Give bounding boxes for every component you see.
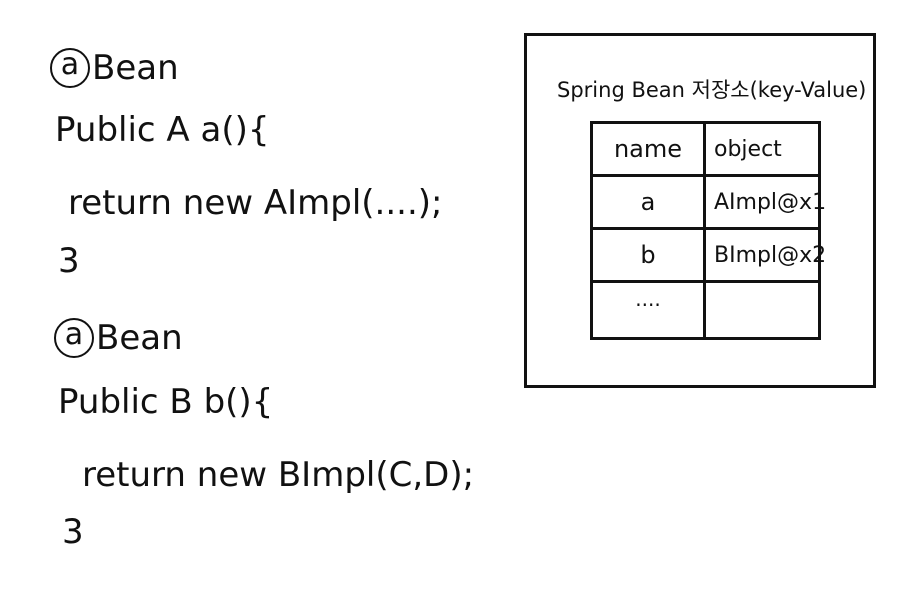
bean-name-cell: b [590,227,706,283]
header-name: name [590,121,706,177]
bean-container-box [524,33,876,388]
bean-name-cell: a [590,174,706,230]
bean-object-cell [703,280,821,340]
table-row: b BImpl@x2 [590,227,826,283]
method-signature-a: Public A a(){ [55,110,270,150]
annotation-text: Bean [92,48,179,88]
closing-brace-a: 3 [58,241,80,281]
closing-brace-b: 3 [62,512,84,552]
table-row: a AImpl@x1 [590,174,826,230]
bean-container-title: Spring Bean 저장소(key-Value) [557,78,867,102]
bean-annotation-b: a Bean [54,318,183,358]
annotation-text: Bean [96,318,183,358]
method-signature-b: Public B b(){ [58,382,274,422]
bean-name-cell: .... [590,280,706,340]
header-object: object [703,121,821,177]
bean-object-cell: BImpl@x2 [703,227,826,283]
bean-object-cell: AImpl@x1 [703,174,826,230]
bean-annotation-a: a Bean [50,48,179,88]
return-statement-b: return new BImpl(C,D); [82,455,475,495]
table-header-row: name object [590,121,821,177]
at-symbol-icon: a [54,318,94,358]
table-row: .... [590,280,821,340]
bean-registry-table: name object a AImpl@x1 b BImpl@x2 .... [590,121,826,340]
return-statement-a: return new AImpl(....); [68,183,443,223]
at-symbol-icon: a [50,48,90,88]
